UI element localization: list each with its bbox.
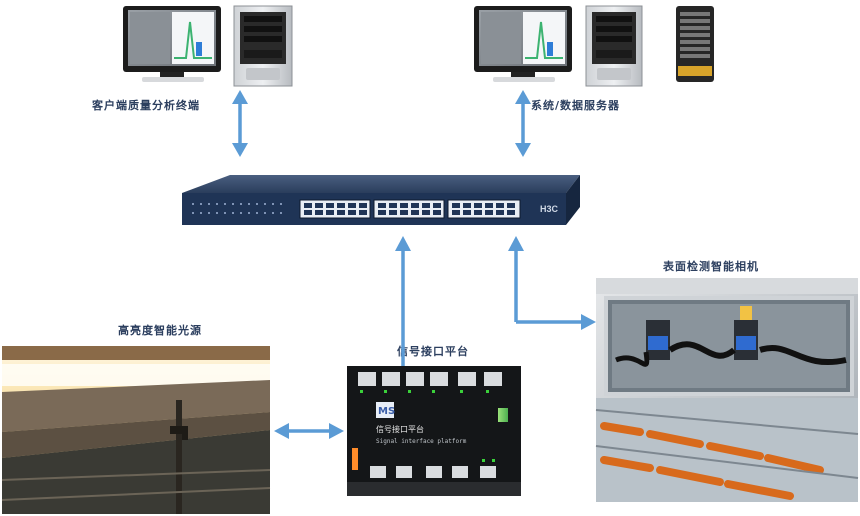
light-source-photo bbox=[1, 346, 271, 514]
platform-screen-subtitle: Signal interface platform bbox=[376, 438, 467, 445]
connection-arrows bbox=[232, 90, 596, 439]
camera-photo bbox=[595, 278, 859, 502]
server-computer-icon bbox=[474, 5, 714, 87]
client-terminal-label: 客户端质量分析终端 bbox=[92, 99, 200, 112]
platform-label: 信号接口平台 bbox=[397, 345, 469, 358]
platform-screen-title: 信号接口平台 bbox=[376, 424, 424, 434]
platform-logo-text: MS bbox=[378, 406, 395, 417]
network-switch: H3C bbox=[182, 175, 580, 225]
light-source-label: 高亮度智能光源 bbox=[118, 324, 202, 337]
camera-label: 表面检测智能相机 bbox=[663, 260, 759, 273]
client-computer-icon bbox=[123, 5, 293, 87]
switch-brand-text: H3C bbox=[540, 204, 559, 214]
platform-photo: MS 信号接口平台 Signal interface platform bbox=[347, 366, 521, 496]
server-label: 系统/数据服务器 bbox=[531, 99, 621, 112]
